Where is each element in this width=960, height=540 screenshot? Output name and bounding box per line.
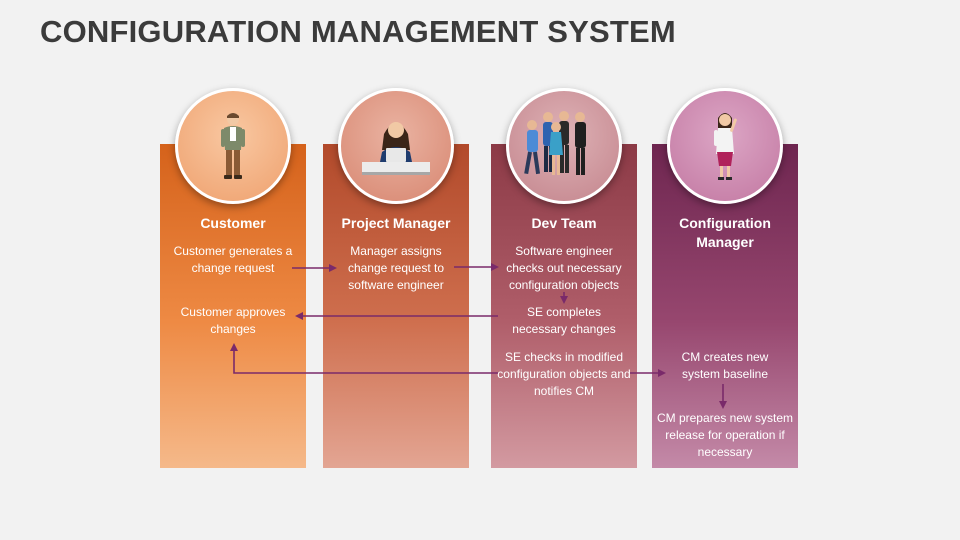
se-completes-step: SE completes necessary changes (512, 305, 616, 336)
woman-at-laptop-icon (362, 122, 430, 175)
cm-prepares-step: CM prepares new system release for opera… (656, 411, 794, 459)
cm-creates-step: CM creates new system baseline (681, 350, 769, 381)
customer-approves-step: Customer approves changes (180, 305, 286, 336)
project-manager-avatar-circle (338, 88, 454, 204)
standing-man-icon (221, 113, 245, 179)
se-checks-in-step: SE checks in modified configuration obje… (497, 350, 631, 398)
customer-avatar-circle (175, 88, 291, 204)
standing-woman-icon (714, 113, 737, 180)
customer-heading: Customer (200, 215, 266, 231)
dev-team-avatar-circle (506, 88, 622, 204)
slide-title: CONFIGURATION MANAGEMENT SYSTEM (40, 14, 676, 49)
dev-team-heading: Dev Team (531, 215, 597, 231)
configuration-manager-heading: Configuration Manager (679, 215, 771, 250)
arrow-checkin-to-approve (230, 343, 498, 374)
project-manager-heading: Project Manager (341, 215, 451, 231)
team-group-icon (524, 111, 586, 175)
configuration-manager-avatar-circle (667, 88, 783, 204)
manager-assigns-step: Manager assigns change request to softwa… (347, 244, 445, 292)
customer-generates-step: Customer generates a change request (173, 244, 293, 275)
engineer-checks-out-step: Software engineer checks out necessary c… (506, 244, 622, 292)
